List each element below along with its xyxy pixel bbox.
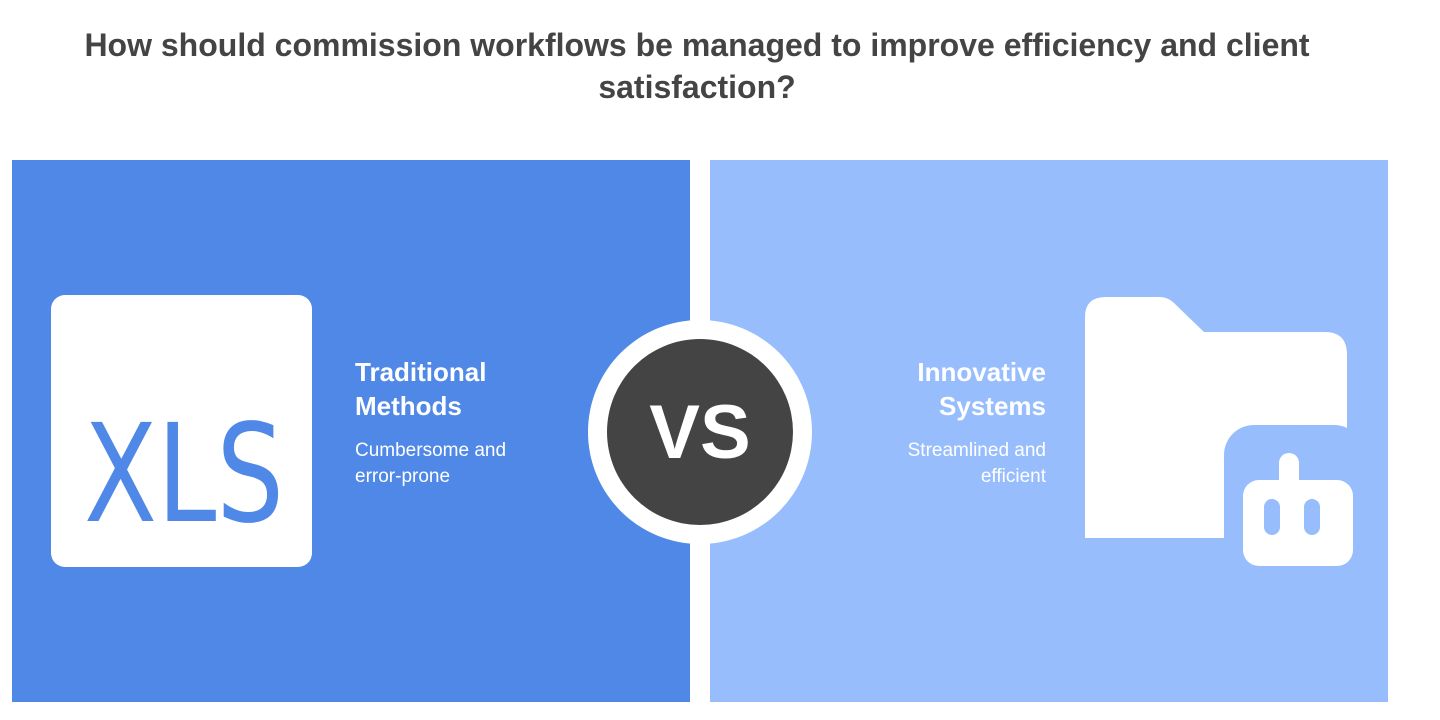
- traditional-methods-panel: XLS Traditional Methods Cumbersome and e…: [12, 160, 690, 702]
- traditional-methods-description: Cumbersome and error-prone: [355, 440, 507, 487]
- page-title: How should commission workflows be manag…: [84, 27, 1310, 105]
- innovative-systems-panel: Innovative Systems Streamlined and effic…: [710, 160, 1388, 702]
- traditional-methods-heading: Traditional Methods: [355, 357, 487, 421]
- vs-badge: VS: [588, 320, 812, 544]
- vs-label: VS: [607, 339, 793, 525]
- locked-folder-icon: [1085, 297, 1356, 570]
- xls-file-icon: XLS: [51, 295, 312, 567]
- innovative-systems-description: Streamlined and efficient: [907, 440, 1046, 487]
- xls-icon-text: XLS: [84, 396, 284, 554]
- innovative-systems-heading: Innovative Systems: [917, 357, 1046, 421]
